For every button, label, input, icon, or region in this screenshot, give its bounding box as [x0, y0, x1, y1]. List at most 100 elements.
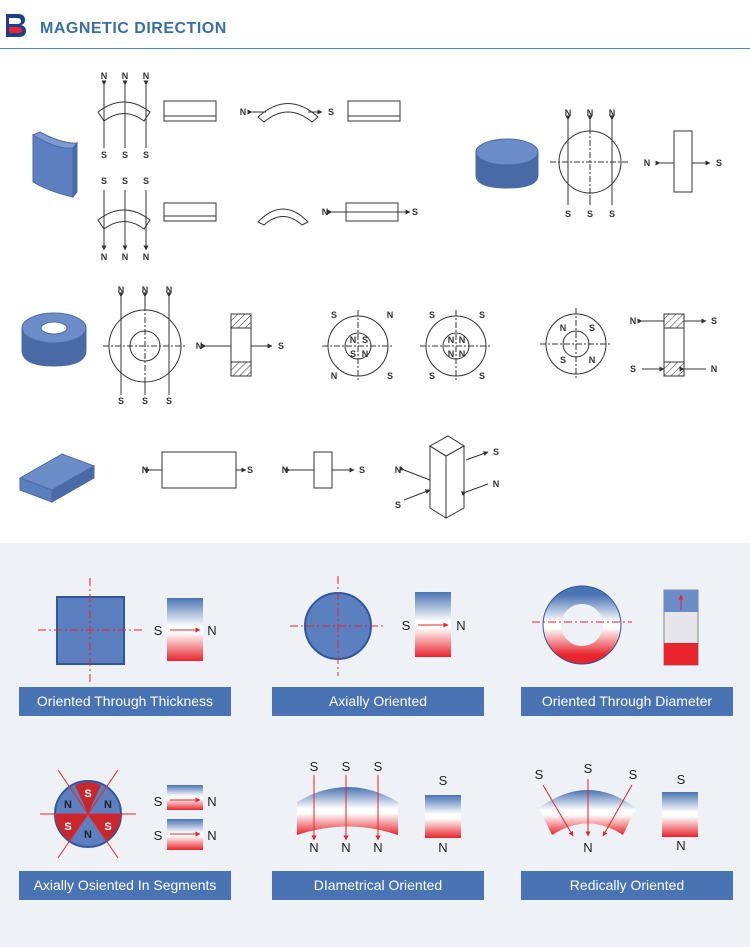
svg-text:S: S	[535, 767, 544, 782]
svg-text:N: N	[676, 838, 685, 853]
svg-text:N: N	[493, 479, 500, 489]
orientation-panel: S N S N	[0, 543, 750, 947]
svg-text:S: S	[402, 618, 411, 633]
svg-text:S: S	[143, 176, 149, 186]
diameter-diagram	[532, 585, 699, 666]
ring-drawing-radial-2	[420, 310, 492, 382]
svg-text:S: S	[278, 341, 284, 351]
svg-text:S: S	[359, 465, 365, 475]
brand-logo	[4, 12, 28, 43]
svg-text:S: S	[479, 371, 485, 381]
svg-text:N: N	[207, 794, 216, 809]
ring-drawing-radial-1	[322, 310, 394, 382]
block-3d-icon	[18, 453, 96, 503]
svg-text:N: N	[143, 252, 150, 262]
svg-text:S: S	[589, 323, 595, 333]
svg-text:N: N	[331, 371, 338, 381]
svg-text:S: S	[310, 759, 319, 774]
svg-text:N: N	[711, 364, 718, 374]
svg-text:S: S	[331, 310, 337, 320]
svg-text:N: N	[395, 465, 402, 475]
svg-text:N: N	[644, 158, 651, 168]
svg-text:S: S	[493, 447, 499, 457]
ring-drawing-radial-3	[540, 308, 707, 380]
svg-text:S: S	[374, 759, 383, 774]
svg-text:N: N	[373, 840, 382, 855]
svg-text:N: N	[143, 71, 150, 81]
svg-text:N: N	[240, 107, 247, 117]
svg-text:N: N	[142, 285, 149, 295]
svg-text:S: S	[154, 623, 163, 638]
orientation-svg: S N S N	[38, 576, 699, 859]
caption-diameter: Oriented Through Diameter	[521, 687, 733, 716]
disc-3d-icon	[475, 138, 539, 189]
ring-drawing-axial	[103, 292, 273, 395]
caption-diametrical: DIametrical Oriented	[272, 871, 484, 900]
technical-drawings: N N N S S S N S S S S N N	[0, 49, 750, 543]
svg-text:S: S	[154, 794, 163, 809]
svg-text:S: S	[101, 176, 107, 186]
svg-text:S: S	[711, 316, 717, 326]
svg-text:S: S	[166, 396, 172, 406]
svg-text:S: S	[387, 371, 393, 381]
svg-text:N: N	[122, 252, 129, 262]
svg-text:S: S	[328, 107, 334, 117]
svg-text:S: S	[439, 773, 448, 788]
svg-text:S: S	[104, 821, 111, 833]
svg-text:N: N	[101, 252, 108, 262]
ring-3d-icon	[21, 312, 87, 367]
svg-text:N: N	[166, 285, 173, 295]
svg-text:S: S	[64, 821, 71, 833]
svg-text:N: N	[459, 349, 466, 359]
svg-text:N: N	[630, 316, 637, 326]
svg-text:N: N	[196, 341, 203, 351]
svg-text:S: S	[412, 207, 418, 217]
svg-text:S: S	[143, 150, 149, 160]
svg-text:S: S	[584, 761, 593, 776]
svg-text:S: S	[630, 364, 636, 374]
svg-text:S: S	[362, 335, 368, 345]
svg-text:N: N	[84, 829, 92, 841]
caption-axial: Axially Oriented	[272, 687, 484, 716]
svg-text:S: S	[395, 500, 401, 510]
svg-text:N: N	[587, 108, 594, 118]
drawings-svg: N N N S S S N S S S S N N	[18, 71, 722, 519]
svg-text:S: S	[609, 209, 615, 219]
svg-text:S: S	[429, 310, 435, 320]
svg-text:S: S	[565, 209, 571, 219]
svg-text:S: S	[677, 772, 686, 787]
svg-text:N: N	[565, 108, 572, 118]
svg-text:S: S	[629, 767, 638, 782]
svg-text:N: N	[104, 799, 112, 811]
svg-text:N: N	[118, 285, 125, 295]
svg-text:N: N	[438, 840, 447, 855]
page-title: MAGNETIC DIRECTION	[40, 20, 227, 37]
svg-text:S: S	[716, 158, 722, 168]
svg-text:N: N	[456, 618, 465, 633]
axial-diagram: S N	[290, 576, 466, 676]
svg-text:N: N	[207, 623, 216, 638]
svg-text:S: S	[247, 465, 253, 475]
segments-diagram: S N N S S N S N S N	[40, 769, 217, 859]
svg-text:S: S	[122, 150, 128, 160]
diametrical-diagram: S S S N N N S N	[297, 759, 461, 855]
svg-text:S: S	[429, 371, 435, 381]
svg-text:N: N	[583, 840, 592, 855]
svg-text:S: S	[84, 788, 91, 800]
svg-text:N: N	[459, 335, 466, 345]
svg-text:S: S	[350, 349, 356, 359]
svg-text:S: S	[142, 396, 148, 406]
svg-text:N: N	[560, 323, 567, 333]
caption-radial: Redically Oriented	[521, 871, 733, 900]
svg-text:N: N	[341, 840, 350, 855]
svg-text:S: S	[560, 355, 566, 365]
thickness-diagram: S N	[38, 578, 217, 682]
arc-drawing-row2	[97, 190, 411, 251]
svg-text:N: N	[142, 465, 149, 475]
svg-text:N: N	[387, 310, 394, 320]
svg-text:S: S	[118, 396, 124, 406]
svg-text:N: N	[122, 71, 129, 81]
arc-drawing-row1	[97, 80, 401, 148]
svg-text:N: N	[101, 71, 108, 81]
header: MAGNETIC DIRECTION	[0, 0, 750, 49]
